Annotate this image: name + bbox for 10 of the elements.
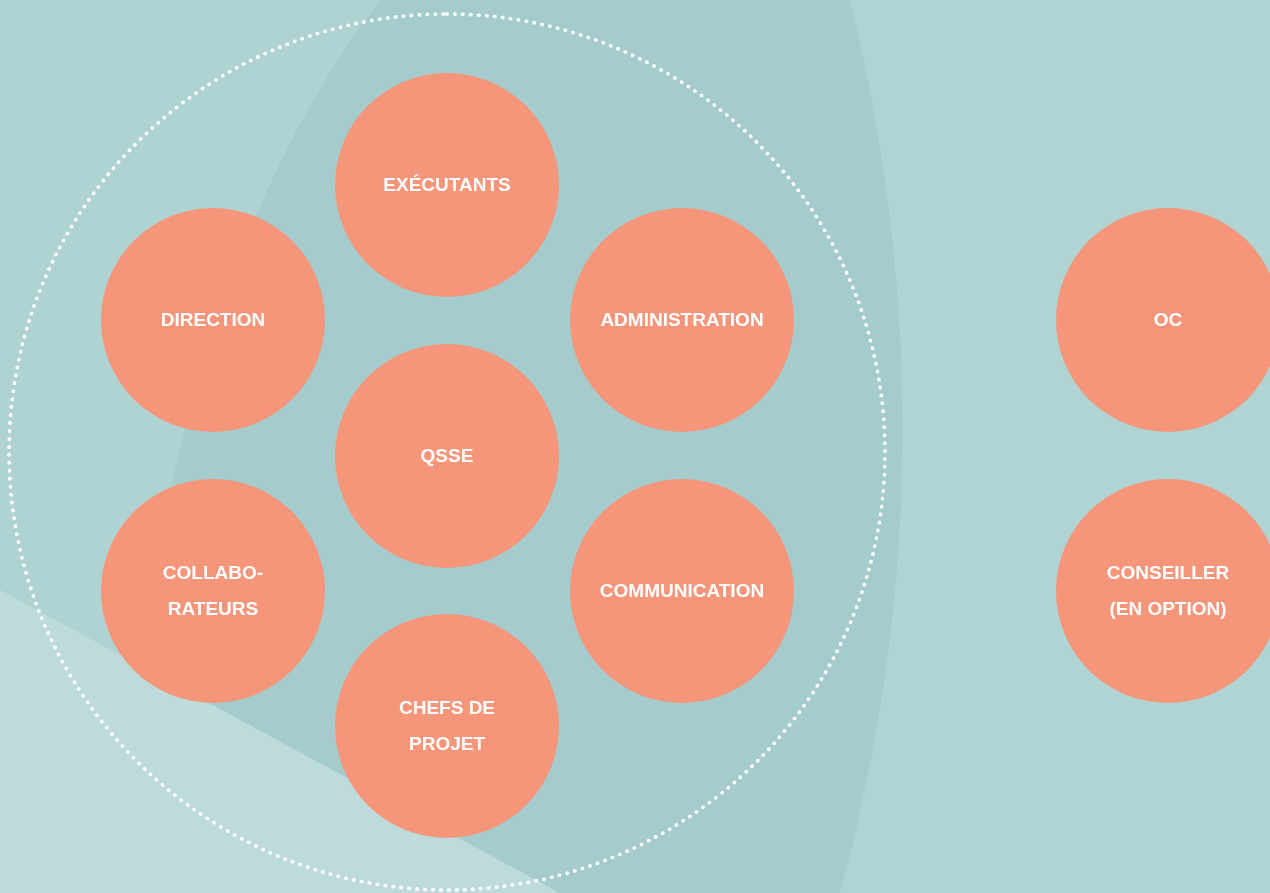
- node-label: CONSEILLER (EN OPTION): [1105, 561, 1231, 621]
- node-label: DIRECTION: [159, 308, 267, 332]
- node-label: COLLABO- RATEURS: [161, 561, 265, 621]
- node-label: OC: [1152, 308, 1184, 332]
- node-label: COMMUNICATION: [598, 579, 766, 603]
- node-label: EXÉCUTANTS: [382, 173, 512, 197]
- node-label: CHEFS DE PROJET: [397, 696, 497, 756]
- node-label: ADMINISTRATION: [599, 308, 765, 332]
- dotted-circle: [7, 12, 887, 892]
- node-label: QSSE: [419, 444, 475, 468]
